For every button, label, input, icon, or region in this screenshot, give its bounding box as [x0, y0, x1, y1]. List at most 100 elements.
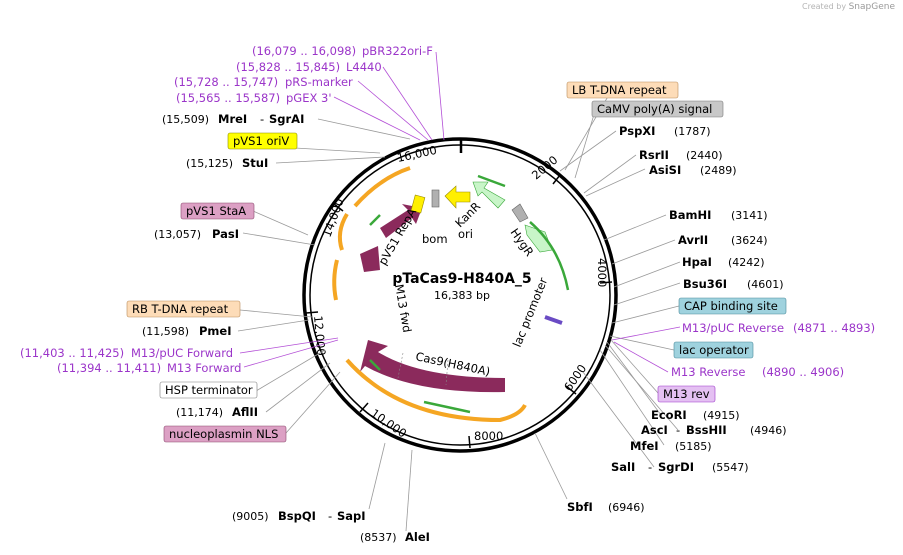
lead-mrei: [317, 118, 411, 140]
lead-mfei: [599, 349, 665, 446]
lead-l4440: [382, 66, 433, 141]
box-pvs1sta[interactable]: [180, 202, 255, 220]
lead-m13fwd: [239, 337, 339, 354]
kanr-feature[interactable]: [444, 185, 471, 209]
box-hspterm-text: HSP terminator: [165, 383, 253, 397]
box-camv[interactable]: [591, 100, 724, 118]
site-hpai-pos: (4242): [728, 256, 765, 269]
box-nls-text: nucleoplasmin NLS: [169, 427, 278, 441]
box-m13revbox[interactable]: [657, 385, 716, 403]
site-stui-name: StuI: [242, 156, 268, 170]
box-rbtdna[interactable]: [126, 300, 241, 318]
repa-feature-b[interactable]: [360, 246, 380, 272]
lead-pbr322: [435, 51, 445, 141]
site-aflii-pos: (11,174): [176, 406, 223, 419]
site-mfei-pos: (5185): [675, 440, 712, 453]
primer-m13puc-name: M13/pUC Reverse: [682, 321, 784, 335]
snapgene-credit: Created by SnapGene: [802, 2, 895, 12]
box-pvs1sta-text: pVS1 StaA: [186, 204, 246, 218]
credit-brand: SnapGene: [848, 2, 895, 12]
site-bspqi-pos: (9005): [232, 510, 269, 523]
box-pvs1ori[interactable]: [227, 132, 298, 150]
hygr-feature[interactable]: [524, 224, 553, 253]
plasmid-name: pTaCas9-H840A_5: [392, 271, 531, 287]
lead-m13puc: [611, 326, 681, 341]
site-asisi-name: AsiSI: [649, 163, 681, 177]
lead-pasi: [242, 232, 316, 246]
lac-promoter-bar: [544, 315, 563, 325]
green-arc-lower-left: [369, 359, 381, 371]
box-hspterm[interactable]: [159, 381, 258, 399]
lead-lacop: [609, 335, 675, 351]
site-sali-dash: -: [648, 460, 652, 474]
leader-lines: [237, 51, 681, 532]
lead-asci: [604, 344, 679, 431]
lead-aflii: [265, 362, 331, 413]
tick-8000: [468, 435, 471, 449]
site-mrei-dash: -: [260, 112, 264, 126]
lead-avrii: [611, 239, 676, 265]
lead-pvs1ori: [294, 147, 381, 154]
site-bsu36i-pos: (4601): [747, 278, 784, 291]
primer-pgex-range: (15,565 .. 15,587): [176, 91, 280, 105]
lead-cap: [611, 305, 680, 324]
lead-asisi: [585, 168, 646, 197]
lead-prs: [357, 80, 429, 141]
box-lacop-text: lac operator: [679, 343, 749, 357]
primer-pbr322-name: pBR322ori-F: [362, 44, 433, 58]
site-bamhi-pos: (3141): [731, 209, 768, 222]
site-pmei-name: PmeI: [199, 324, 232, 338]
primer-prs-range: (15,728 .. 15,747): [174, 75, 278, 89]
box-nls[interactable]: [163, 425, 287, 443]
box-rbtdna-text: RB T-DNA repeat: [132, 302, 229, 316]
primer-m13puc-range: (4871 .. 4893): [793, 321, 875, 335]
tick-label-12000: 12,000: [311, 315, 328, 356]
cas9-feature[interactable]: [360, 340, 505, 393]
yellow-marker: [410, 194, 426, 214]
lead-sbfi: [534, 432, 568, 500]
lead-m13revbox: [610, 339, 659, 394]
primer-l4440-range: (15,828 .. 15,845): [236, 60, 340, 74]
site-sali-name2: SgrDI: [658, 460, 694, 474]
box-lacop[interactable]: [673, 341, 754, 359]
tick-marks: [305, 139, 613, 449]
box-lbtdna[interactable]: [566, 81, 679, 99]
feature-boxes: LB T-DNA repeat CaMV poly(A) signal pVS1…: [126, 81, 787, 443]
plasmid-size: 16,383 bp: [434, 289, 490, 302]
orange-arc-3: [353, 166, 411, 208]
lead-rsrii: [583, 154, 637, 194]
label-repa: pVS1 RepA: [375, 206, 419, 268]
box-pvs1ori-text: pVS1 oriV: [233, 134, 289, 148]
site-asci-pos: (4946): [750, 424, 787, 437]
site-pasi-name: PasI: [212, 227, 239, 241]
site-alei-pos: (8537): [360, 531, 397, 544]
bom-feature[interactable]: [431, 189, 440, 208]
primer-prs-name: pRS-marker: [285, 75, 353, 89]
tick-label-4000: 4000: [595, 258, 609, 287]
tick-6000: [565, 385, 577, 395]
site-rsrii-pos: (2440): [686, 149, 723, 162]
tick-14000: [333, 203, 344, 212]
primer-m13fwd-name: M13/pUC Forward: [131, 346, 233, 360]
lead-pvs1sta: [252, 210, 309, 236]
repa-feature[interactable]: [380, 204, 422, 238]
site-sali-pos: (5547): [712, 461, 749, 474]
lead-pmei: [237, 319, 310, 332]
site-asisi-pos: (2489): [700, 164, 737, 177]
site-sbfi-pos: (6946): [608, 501, 645, 514]
lead-sali: [582, 371, 655, 468]
site-mrei-pos: (15,509): [162, 113, 209, 126]
site-pspxi-name: PspXI: [619, 124, 655, 138]
primer-m13rev-range: (4890 .. 4906): [762, 365, 844, 379]
box-lbtdna-text: LB T-DNA repeat: [572, 83, 667, 97]
box-cap[interactable]: [678, 297, 787, 315]
orange-arc-4: [345, 358, 527, 423]
site-asci-dash: -: [676, 423, 680, 437]
site-pspxi-pos: (1787): [674, 125, 711, 138]
site-stui-pos: (15,125): [186, 157, 233, 170]
lead-m13rev: [613, 341, 669, 373]
tick-2000: [552, 174, 561, 185]
ori-feature[interactable]: [472, 181, 506, 209]
lead-alei: [405, 449, 413, 532]
